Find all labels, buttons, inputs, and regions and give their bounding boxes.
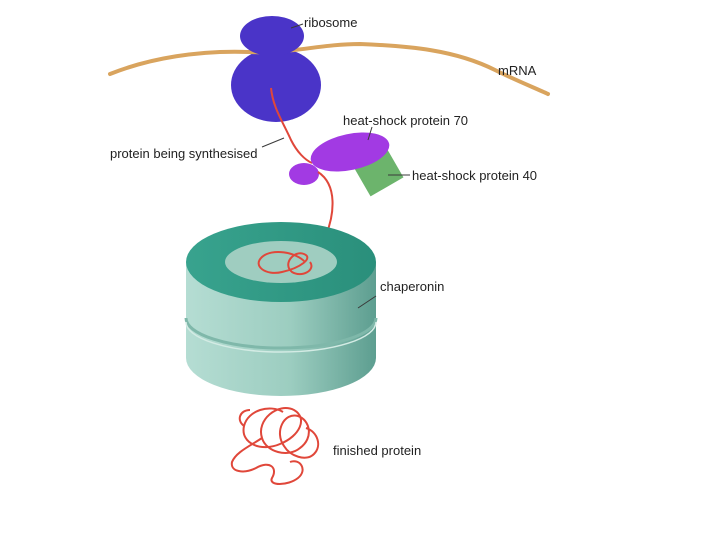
hsp40-shape <box>354 149 404 197</box>
finished-protein-tangle <box>230 407 320 485</box>
mrna-strand <box>108 41 550 96</box>
label-protein-being-synthesised: protein being synthesised <box>110 146 257 161</box>
leader-protein-synth <box>261 137 285 148</box>
label-hsp40: heat-shock protein 40 <box>412 168 537 183</box>
nascent-protein-chain <box>270 87 313 164</box>
hsp70-large-lobe <box>310 132 390 172</box>
label-chaperonin: chaperonin <box>380 279 444 294</box>
ribosome-small-subunit <box>240 16 304 56</box>
protein-tangle-in-chaperonin <box>257 250 313 276</box>
label-ribosome: ribosome <box>304 15 357 30</box>
ribosome-large-subunit <box>231 48 321 122</box>
label-mrna: mRNA <box>498 63 537 78</box>
chaperonin-groove <box>184 317 378 350</box>
hsp70-small-lobe <box>289 163 319 185</box>
label-finished-protein: finished protein <box>333 443 421 458</box>
leader-chaperonin <box>357 295 377 309</box>
chaperonin-groove-highlight <box>185 321 377 353</box>
chaperonin-shape <box>184 222 378 396</box>
chaperonin-cavity <box>225 241 337 283</box>
leader-ribosome <box>290 23 304 29</box>
leader-hsp70 <box>367 126 373 141</box>
label-hsp70: heat-shock protein 70 <box>343 113 468 128</box>
